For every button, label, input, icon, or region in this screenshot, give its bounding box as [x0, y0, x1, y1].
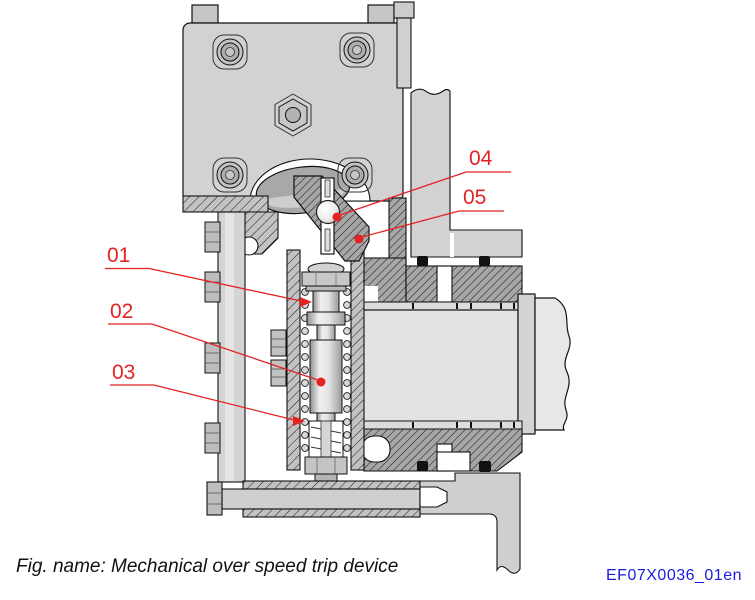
shaft-end-bolt — [206, 481, 223, 516]
lower-bearing-block — [361, 428, 523, 472]
callout-03-leader — [110, 384, 305, 426]
o-ring — [417, 256, 428, 266]
vertical-bar — [393, 1, 523, 258]
trip-lever — [293, 175, 370, 262]
seal-strip-bottom — [359, 420, 523, 430]
flange-bolt — [204, 221, 221, 253]
callout-01: 01 — [107, 244, 130, 267]
callout-05: 05 — [463, 186, 486, 209]
upper-bearing-block — [363, 197, 523, 303]
shaft-break-edge — [534, 297, 571, 431]
housing-corner-bolts — [212, 32, 375, 193]
o-ring — [479, 461, 491, 472]
corner-bolt — [212, 34, 248, 70]
figure-caption: Fig. name: Mechanical over speed trip de… — [16, 556, 399, 577]
callout-04-leader — [332, 171, 511, 222]
spindle-assembly — [301, 262, 351, 484]
document-id: EF07X0036_01en — [606, 567, 742, 584]
cage-side-bolts — [270, 329, 287, 387]
flange-bolts — [204, 221, 221, 454]
corner-bolt — [212, 157, 248, 193]
spindle-nut — [304, 456, 348, 475]
callout-labels: 01 02 03 04 05 — [107, 147, 493, 384]
small-top-tab — [393, 1, 415, 19]
callout-leaders — [105, 171, 511, 426]
base-shaft — [221, 488, 421, 510]
corner-bolt — [337, 157, 373, 193]
housing-tab-right — [367, 4, 395, 24]
base-assembly — [206, 472, 521, 574]
callout-02-leader — [108, 323, 326, 387]
flange-plate — [217, 211, 246, 483]
callout-01-leader — [105, 267, 312, 307]
flange-bolt — [204, 271, 221, 303]
o-ring — [417, 461, 428, 471]
center-hex-nut — [274, 93, 312, 137]
shaft-block — [351, 293, 571, 435]
seal-strip-top — [359, 301, 523, 311]
corner-bolt — [339, 32, 375, 68]
callout-04: 04 — [469, 147, 493, 170]
bracket-bore-slot — [419, 486, 448, 508]
callout-03: 03 — [112, 361, 135, 384]
upper-flange-bracket — [182, 195, 279, 256]
flange-bolt — [204, 342, 221, 374]
flange-bolt — [204, 422, 221, 454]
callout-05-leader — [354, 210, 504, 244]
callout-02: 02 — [110, 300, 133, 323]
housing-tab-left — [191, 4, 219, 24]
o-ring — [479, 256, 490, 266]
